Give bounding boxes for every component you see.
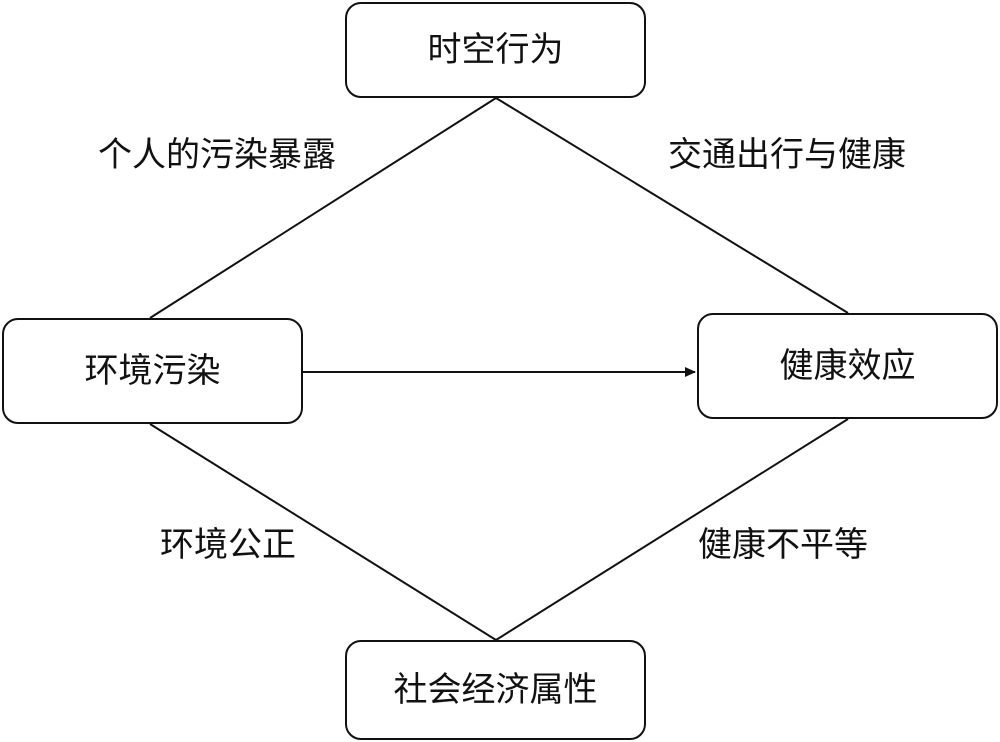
- edge-line-top-left: [149, 97, 497, 319]
- node-label: 健康效应: [779, 346, 916, 386]
- edge-label-health-inequality: 健康不平等: [698, 525, 868, 565]
- edge-label-personal-exposure: 个人的污染暴露: [98, 135, 336, 175]
- edge-line-top-right: [495, 97, 849, 314]
- edge-line-bottom-right: [495, 418, 849, 641]
- edge-label-environmental-justice: 环境公正: [160, 525, 296, 565]
- node-label: 环境污染: [84, 351, 221, 391]
- node-label: 社会经济属性: [393, 670, 598, 710]
- node-label: 时空行为: [427, 30, 564, 70]
- edge-line-bottom-left: [149, 423, 497, 641]
- node-spatiotemporal-behavior: 时空行为: [345, 2, 646, 98]
- node-health-effects: 健康效应: [697, 313, 998, 419]
- node-socioeconomic-attributes: 社会经济属性: [345, 640, 646, 740]
- node-environmental-pollution: 环境污染: [2, 318, 303, 424]
- edge-label-travel-health: 交通出行与健康: [668, 135, 906, 175]
